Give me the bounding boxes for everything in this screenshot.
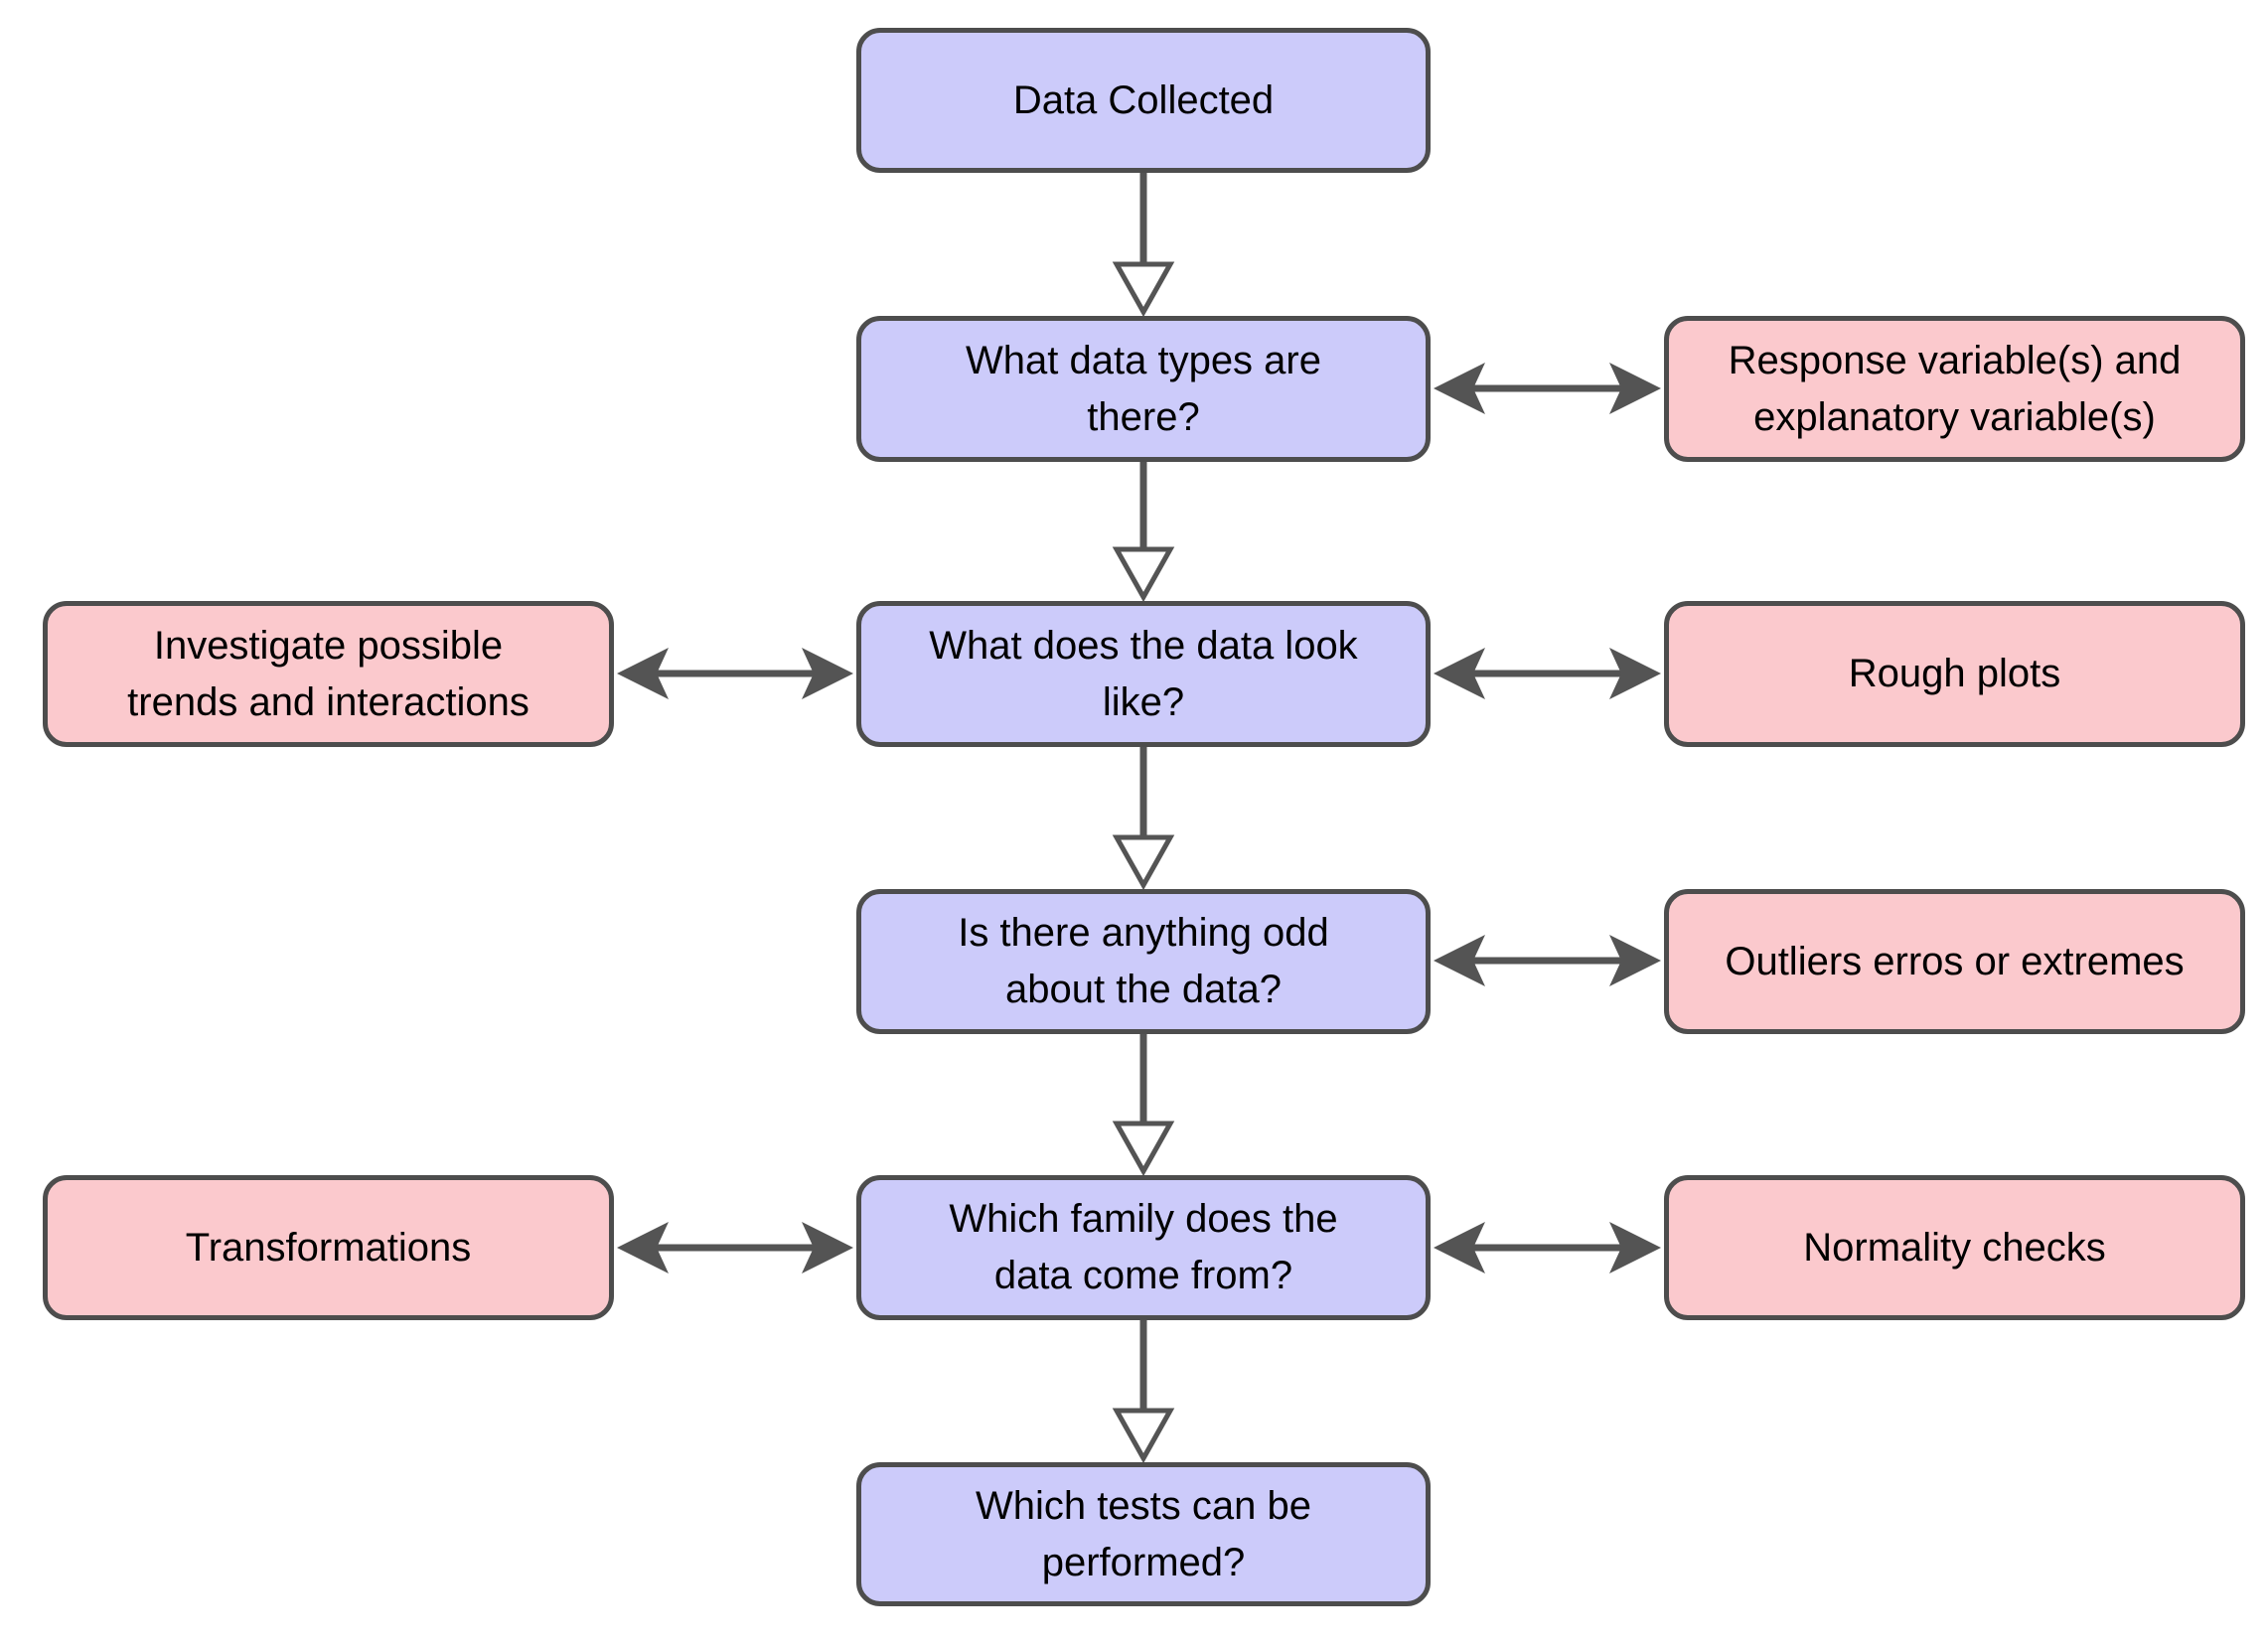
node-which-tests: Which tests can be performed? [856, 1462, 1431, 1606]
arrow-down-5 [1112, 1320, 1175, 1464]
arrow-down-2 [1112, 462, 1175, 603]
arrow-down-3 [1112, 747, 1175, 891]
node-what-data-types: What data types are there? [856, 316, 1431, 462]
arrow-both-transformations-family [617, 1222, 853, 1273]
arrow-both-odd-outliers [1434, 935, 1661, 986]
arrow-both-types-response [1434, 363, 1661, 414]
node-investigate-trends: Investigate possible trends and interact… [43, 601, 614, 747]
node-data-collected: Data Collected [856, 28, 1431, 173]
node-outliers: Outliers erros or extremes [1664, 889, 2245, 1034]
arrow-both-look-roughplots [1434, 648, 1661, 699]
arrow-both-family-normality [1434, 1222, 1661, 1273]
node-what-does-data-look-like: What does the data look like? [856, 601, 1431, 747]
node-rough-plots: Rough plots [1664, 601, 2245, 747]
node-transformations: Transformations [43, 1175, 614, 1320]
node-anything-odd: Is there anything odd about the data? [856, 889, 1431, 1034]
arrow-down-4 [1112, 1034, 1175, 1177]
node-response-explanatory: Response variable(s) and explanatory var… [1664, 316, 2245, 462]
node-normality-checks: Normality checks [1664, 1175, 2245, 1320]
arrow-both-investigate-look [617, 648, 853, 699]
node-which-family: Which family does the data come from? [856, 1175, 1431, 1320]
arrow-down-1 [1112, 172, 1175, 318]
